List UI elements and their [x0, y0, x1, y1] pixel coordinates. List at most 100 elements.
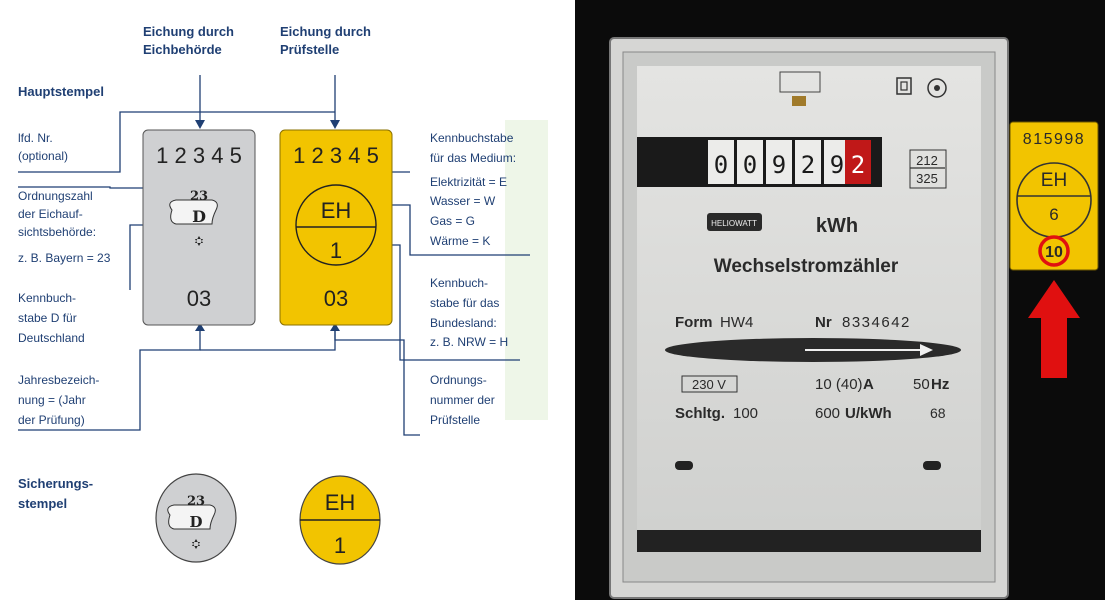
- counter-wheel: [708, 140, 734, 184]
- security-yellow-number: 1: [334, 533, 346, 558]
- label-pruefstelle-2: nummer der: [430, 393, 495, 407]
- schltg-value: 100: [733, 405, 758, 422]
- label-bundesland-3: Bundesland:: [430, 316, 497, 330]
- stamp-diagram-panel: Eichung durch Eichbehörde Eichung durch …: [0, 0, 548, 600]
- label-medium-6: Wärme = K: [430, 234, 490, 248]
- counter-digit: 9: [772, 151, 786, 179]
- sealing-screw: [779, 71, 821, 93]
- security-grey-letter: D: [189, 513, 202, 531]
- seal-year: 10: [1045, 244, 1063, 261]
- label-bundesland-1: Kennbuch-: [430, 276, 488, 290]
- security-star-icon: [192, 539, 200, 549]
- voltage-box: [681, 375, 738, 393]
- label-kennbuchstabe-d-1: Kennbuch-: [18, 291, 76, 305]
- col-header-authority-line2: Eichbehörde: [143, 42, 222, 57]
- current-unit: A: [863, 376, 874, 393]
- section-main-stamp: Hauptstempel: [18, 84, 104, 99]
- label-ordnungszahl-2: der Eichauf-: [18, 207, 83, 221]
- yellow-stamp-year: 03: [324, 286, 348, 311]
- label-ordnungszahl-1: Ordnungszahl: [18, 189, 93, 203]
- label-pruefstelle-3: Prüfstelle: [430, 413, 480, 427]
- scroll-emblem-icon: [169, 199, 218, 225]
- counter-digit-last: 2: [851, 151, 865, 179]
- label-kennbuchstabe-d-3: Deutschland: [18, 331, 85, 345]
- label-medium-5: Gas = G: [430, 214, 475, 228]
- brand-badge: [707, 213, 762, 231]
- counter-digit: 9: [830, 151, 844, 179]
- security-yellow-medium: EH: [325, 490, 356, 515]
- label-bundesland-4: z. B. NRW = H: [430, 335, 508, 349]
- highlight-ring: [1038, 235, 1070, 267]
- counter-digit: 0: [714, 151, 728, 179]
- rev-unit: U/kWh: [845, 405, 892, 422]
- label-jahres-2: nung = (Jahr: [18, 393, 86, 407]
- rotation-arrow-head: [920, 344, 933, 356]
- label-ordnungszahl-4: z. B. Bayern = 23: [18, 251, 111, 265]
- freq-value: 50: [913, 376, 930, 393]
- year-code: 68: [930, 405, 946, 421]
- meter-bottom-bar: [637, 530, 981, 552]
- yellow-stamp-number: 1: [330, 238, 342, 263]
- star-icon: [195, 236, 203, 246]
- counter-wheel: [795, 140, 821, 184]
- class-symbol-icon: [927, 78, 947, 98]
- voltage: 230 V: [692, 377, 726, 392]
- counter-digit: 0: [743, 151, 757, 179]
- label-jahres-3: der Prüfung): [18, 413, 85, 427]
- seal-number: 6: [1049, 205, 1058, 224]
- schltg-label: Schltg.: [675, 405, 725, 422]
- grey-stamp-authority-no: 23: [190, 189, 208, 204]
- label-medium-1: Kennbuchstabe: [430, 131, 514, 145]
- rev-number-bottom: 325: [916, 171, 938, 186]
- grey-main-stamp: [142, 129, 256, 326]
- col-header-test-center-line1: Eichung durch: [280, 24, 371, 39]
- label-lfd-2: (optional): [18, 149, 68, 163]
- red-arrow-icon: [1028, 280, 1080, 378]
- seal-serial: 815998: [1023, 131, 1085, 148]
- label-medium-4: Wasser = W: [430, 194, 496, 208]
- yellow-stamp-medium: EH: [321, 198, 352, 223]
- seal-tab: [792, 96, 806, 106]
- label-pruefstelle-1: Ordnungs-: [430, 373, 487, 387]
- yellow-stamp-circle: [295, 184, 377, 266]
- screw-slot-left: [675, 461, 693, 470]
- meter-title: Wechselstromzähler: [714, 256, 899, 277]
- section-security-1: Sicherungs-: [18, 476, 93, 491]
- label-medium-3: Elektrizität = E: [430, 175, 507, 189]
- label-jahres-1: Jahresbezeich-: [18, 373, 99, 387]
- screw-slot-right: [923, 461, 941, 470]
- label-lfd-1: lfd. Nr.: [18, 131, 53, 145]
- label-medium-2: für das Medium:: [430, 151, 516, 165]
- background-tint: [505, 120, 548, 420]
- security-grey-authority-no: 23: [187, 494, 205, 509]
- nr-value: 8334642: [842, 314, 911, 331]
- label-bundesland-2: stabe für das: [430, 296, 499, 310]
- stamp-diagram: Eichung durch Eichbehörde Eichung durch …: [18, 24, 548, 565]
- unit-label: kWh: [816, 215, 858, 237]
- form-value: HW4: [720, 314, 753, 331]
- double-insulation-icon: [896, 77, 912, 95]
- section-security-2: stempel: [18, 496, 67, 511]
- grey-stamp-letter: D: [192, 207, 206, 226]
- security-scroll-icon: [167, 504, 216, 530]
- brand-name: HELIOWATT: [711, 219, 757, 228]
- grey-stamp-digits: 1 2 3 4 5: [156, 143, 242, 168]
- counter-wheel: [737, 140, 763, 184]
- rev-value: 600: [815, 405, 840, 422]
- freq-unit: Hz: [931, 376, 949, 393]
- counter-digit: 2: [801, 151, 815, 179]
- col-header-authority-line1: Eichung durch: [143, 24, 234, 39]
- rev-number-top: 212: [916, 153, 938, 168]
- counter-wheel: [766, 140, 792, 184]
- current-value: 10 (40): [815, 376, 863, 393]
- nr-label: Nr: [815, 314, 832, 331]
- grey-stamp-year: 03: [187, 286, 211, 311]
- yellow-stamp-digits: 1 2 3 4 5: [293, 143, 379, 168]
- col-header-test-center-line2: Prüfstelle: [280, 42, 339, 57]
- label-ordnungszahl-3: sichtsbehörde:: [18, 225, 96, 239]
- connector-lines: [18, 75, 530, 436]
- label-kennbuchstabe-d-2: stabe D für: [18, 311, 77, 325]
